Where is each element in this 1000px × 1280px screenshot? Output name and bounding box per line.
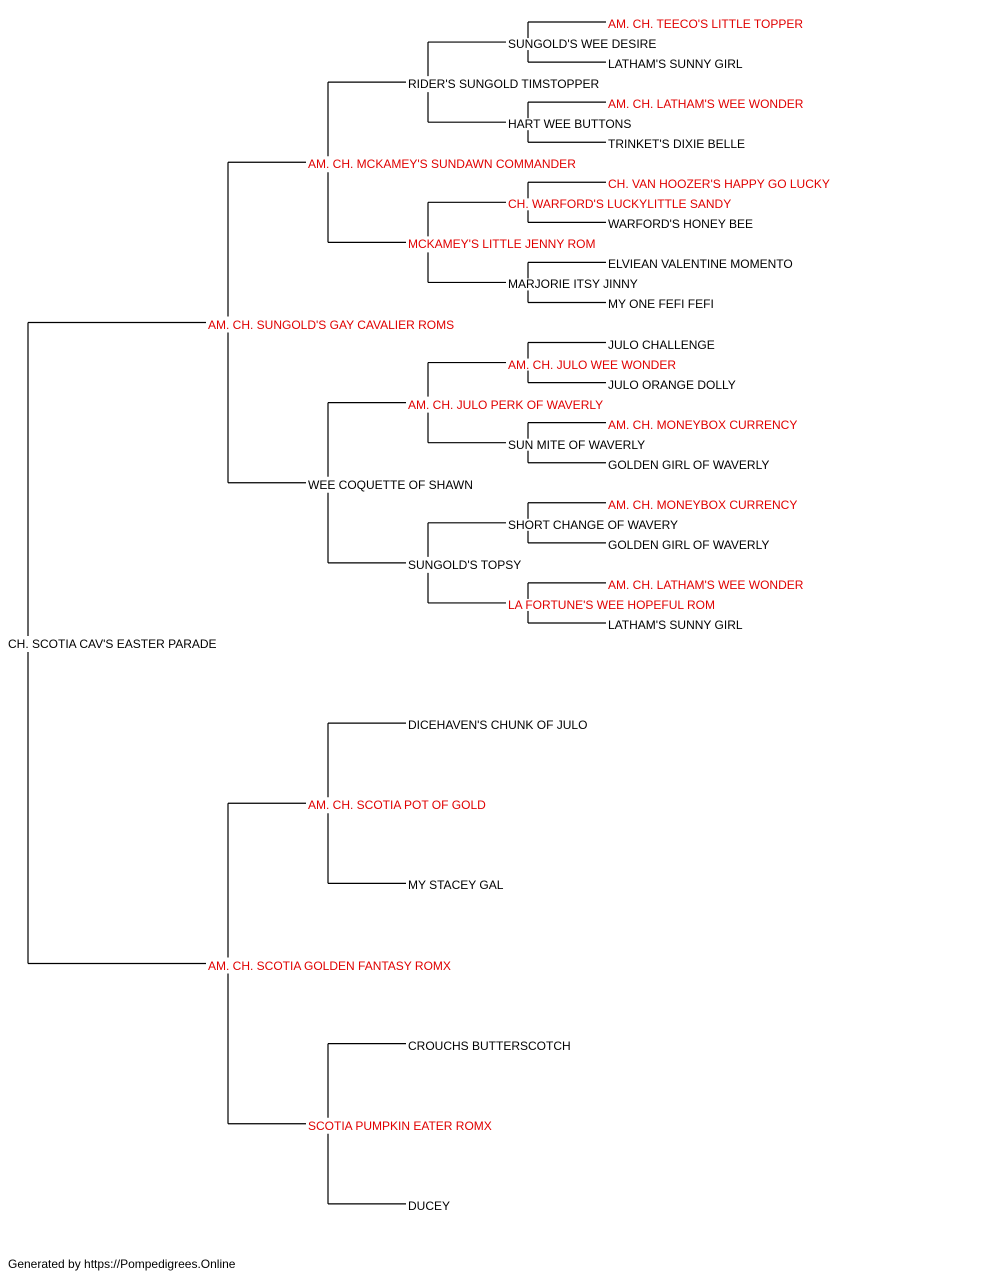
ancestor-name: CROUCHS BUTTERSCOTCH (408, 1038, 571, 1053)
ancestor-name: DUCEY (408, 1198, 451, 1213)
ancestor-name: AM. CH. SUNGOLD'S GAY CAVALIER ROMS (208, 317, 455, 332)
ancestor-name: WARFORD'S HONEY BEE (608, 217, 753, 232)
ancestor-name: LA FORTUNE'S WEE HOPEFUL ROM (508, 597, 715, 612)
ancestor-name: AM. CH. MONEYBOX CURRENCY (608, 417, 798, 432)
ancestor-name: AM. CH. LATHAM'S WEE WONDER (608, 97, 804, 112)
ancestor-name: AM. CH. JULO WEE WONDER (508, 357, 677, 372)
ancestor-name: JULO CHALLENGE (608, 337, 715, 352)
subject-name: CH. SCOTIA CAV'S EASTER PARADE (8, 637, 217, 651)
ancestor-name: SUNGOLD'S TOPSY (408, 557, 522, 572)
ancestor-name: DICEHAVEN'S CHUNK OF JULO (408, 718, 588, 733)
ancestor-name: WEE COQUETTE OF SHAWN (308, 477, 473, 492)
ancestor-name: AM. CH. SCOTIA GOLDEN FANTASY ROMX (208, 958, 451, 973)
ancestor-name: GOLDEN GIRL OF WAVERLY (608, 457, 770, 472)
ancestor-name: SCOTIA PUMPKIN EATER ROMX (308, 1118, 492, 1133)
ancestor-name: SUNGOLD'S WEE DESIRE (508, 37, 657, 52)
ancestor-name: MY STACEY GAL (408, 878, 504, 893)
ancestor-name: JULO ORANGE DOLLY (608, 377, 736, 392)
ancestor-name: GOLDEN GIRL OF WAVERLY (608, 537, 770, 552)
ancestor-name: AM. CH. JULO PERK OF WAVERLY (408, 397, 604, 412)
ancestor-name: ELVIEAN VALENTINE MOMENTO (608, 257, 793, 272)
ancestor-name: AM. CH. MCKAMEY'S SUNDAWN COMMANDER (308, 157, 576, 172)
ancestor-name: LATHAM'S SUNNY GIRL (608, 57, 743, 72)
ancestor-name: MY ONE FEFI FEFI (608, 297, 714, 312)
ancestor-name: AM. CH. SCOTIA POT OF GOLD (308, 798, 486, 813)
footer-credit: Generated by https://Pompedigrees.Online (8, 1257, 236, 1271)
ancestor-name: AM. CH. TEECO'S LITTLE TOPPER (608, 17, 804, 32)
ancestor-name: CH. WARFORD'S LUCKYLITTLE SANDY (508, 197, 732, 212)
ancestor-name: LATHAM'S SUNNY GIRL (608, 617, 743, 632)
ancestor-name: CH. VAN HOOZER'S HAPPY GO LUCKY (608, 177, 830, 192)
ancestor-name: RIDER'S SUNGOLD TIMSTOPPER (408, 77, 600, 92)
ancestor-name: AM. CH. MONEYBOX CURRENCY (608, 497, 798, 512)
ancestor-name: SHORT CHANGE OF WAVERY (508, 517, 679, 532)
ancestor-name: AM. CH. LATHAM'S WEE WONDER (608, 577, 804, 592)
ancestor-name: HART WEE BUTTONS (508, 117, 632, 132)
ancestor-name: MARJORIE ITSY JINNY (508, 277, 638, 292)
ancestor-name: SUN MITE OF WAVERLY (508, 437, 646, 452)
ancestor-name: MCKAMEY'S LITTLE JENNY ROM (408, 237, 596, 252)
ancestor-name: TRINKET'S DIXIE BELLE (608, 137, 745, 152)
